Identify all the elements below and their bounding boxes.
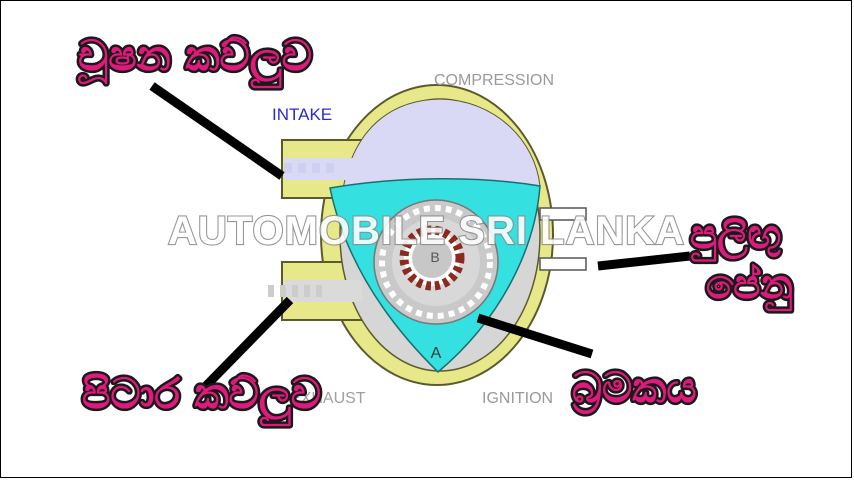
exhaust-port-dashes: [268, 285, 322, 297]
label-exhaust-port: පිටාර කව්ලුව: [82, 369, 321, 426]
spark-plugs: [539, 207, 587, 271]
label-spark-plug-line2: පේනු: [706, 262, 793, 311]
pointer-exhaust: [196, 296, 294, 396]
phase-exhaust-label: EXHAUST: [290, 390, 366, 407]
pointer-lines: [149, 82, 691, 396]
phase-compression-label: COMPRESSION: [434, 72, 554, 89]
watermark-text: AUTOMOBILE SRI LANKA: [168, 209, 685, 253]
exhaust-passage: [284, 280, 362, 302]
label-spark-plug-line1: පුලිඟු: [690, 212, 781, 261]
rotor-mark-a: A: [431, 345, 442, 362]
rotor-mark-b: B: [430, 249, 439, 265]
label-rotor: බ්‍රමකය: [572, 363, 697, 415]
pointer-intake: [149, 82, 285, 180]
phase-intake-label: INTAKE: [272, 105, 332, 124]
pointer-spark-plug: [597, 251, 691, 271]
intake-port-dashes: [284, 163, 334, 173]
pointer-rotor: [476, 313, 594, 359]
phase-ignition-label: IGNITION: [482, 390, 553, 407]
label-intake-port: චූෂන කව්ලුව: [77, 31, 312, 88]
intake-passage: [284, 158, 362, 180]
gear-ring-teeth: [379, 205, 493, 319]
shaft-gear-center: [412, 238, 452, 278]
